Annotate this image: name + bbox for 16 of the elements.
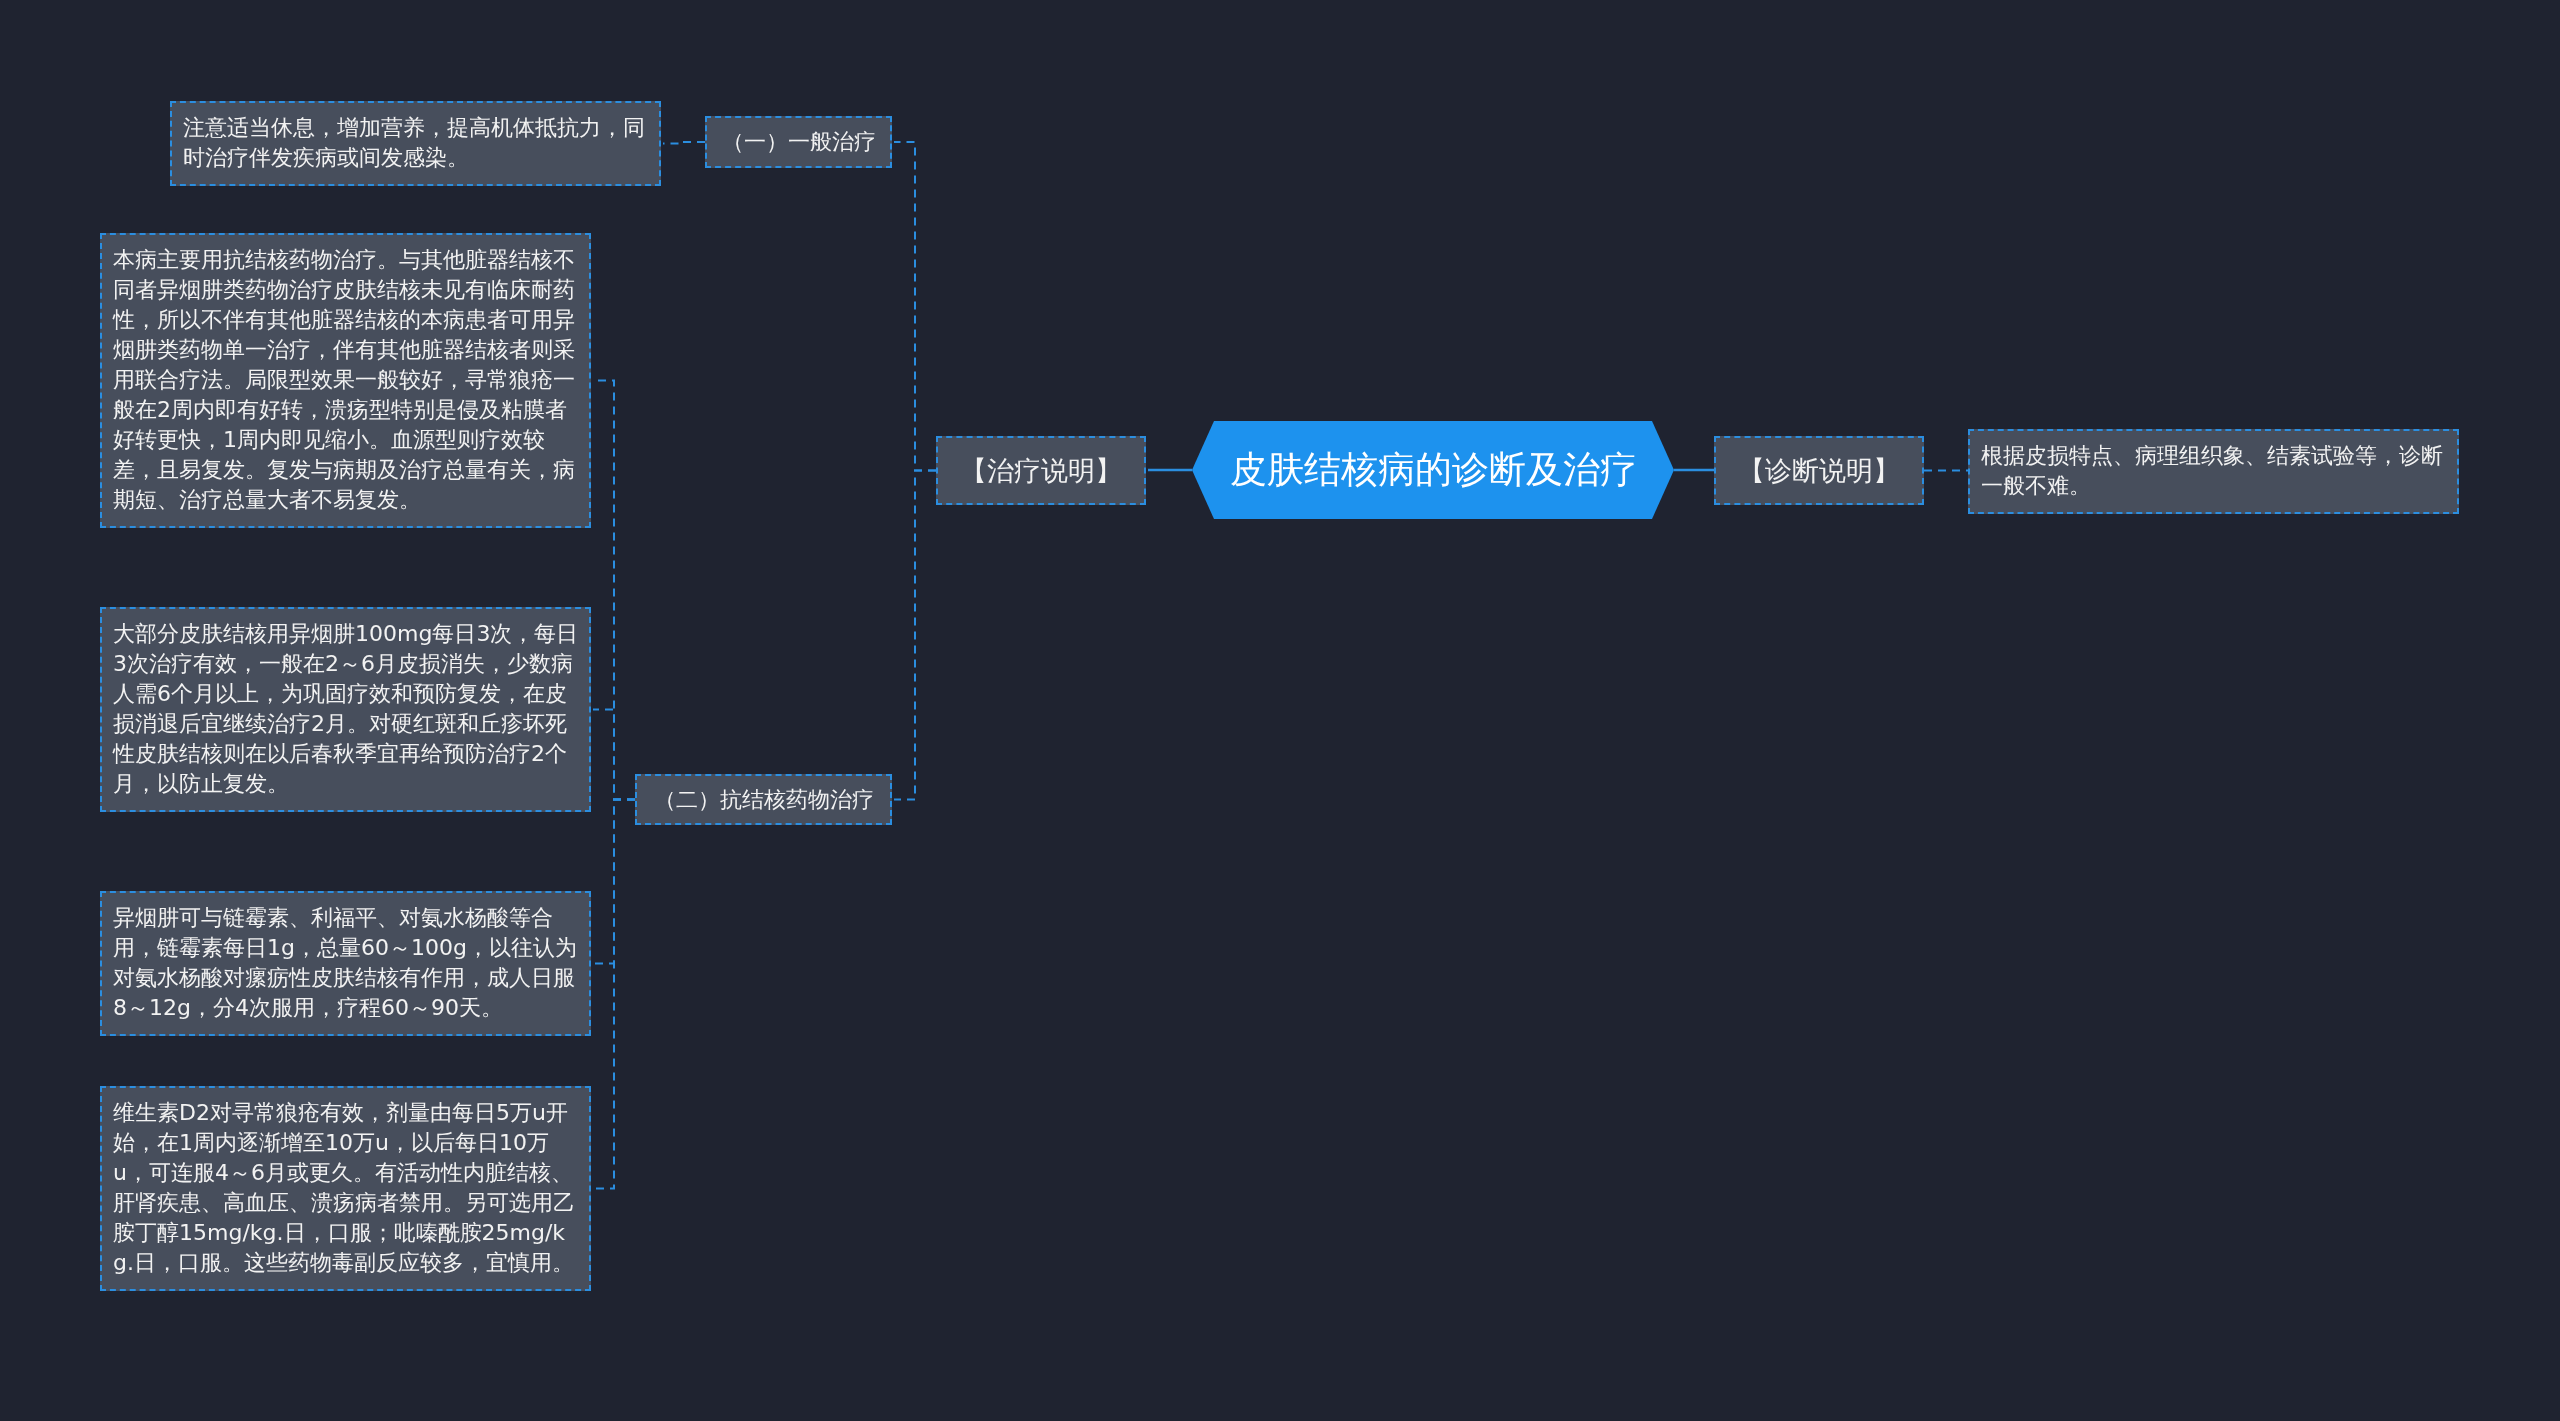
connector-line	[662, 141, 706, 145]
note-card: 维生素D2对寻常狼疮有效，剂量由每日5万u开始，在1周内逐渐增至10万u，以后每日10万u，可连服4～6月或更久。有活动性内脏结核、肝肾疾患、高血压、溃疡病者禁用。另可选用乙胺丁醇15mg/kg.日，口服；吡嗪酰胺25mg/kg.日，口服。这些药物毒副反应较多，宜慎用。	[100, 1086, 591, 1291]
note-card: 大部分皮肤结核用异烟肼100mg每日3次，每日3次治疗有效，一般在2～6月皮损消失，少数病人需6个月以上，为巩固疗效和预防复发，在皮损消退后宜继续治疗2月。对硬红斑和丘疹坏死性皮肤结核则在以后春秋季宜再给预防治疗2个月，以防止复发。	[100, 607, 591, 812]
connector-line	[1923, 469, 1969, 472]
connector-line	[1148, 468, 1192, 472]
note-card: 本病主要用抗结核药物治疗。与其他脏器结核不同者异烟肼类药物治疗皮肤结核未见有临床耐药性，所以不伴有其他脏器结核的本病患者可用异烟肼类药物单一治疗，伴有其他脏器结核者则采用联合疗法。局限型效果一般较好，寻常狼疮一般在2周内即有好转，溃疡型特别是侵及粘膜者好转更快，1周内即见缩小。血源型则疗效较差，且易复发。复发与病期及治疗总量有关，病期短、治疗总量大者不易复发。	[100, 233, 591, 528]
branch-topic: 【治疗说明】	[936, 436, 1146, 505]
note-card: 根据皮损特点、病理组织象、结素试验等，诊断一般不难。	[1968, 429, 2459, 514]
central-topic: 皮肤结核病的诊断及治疗	[1192, 421, 1674, 519]
branch-topic: 【诊断说明】	[1714, 436, 1924, 505]
subtopic: （一）一般治疗	[705, 116, 892, 168]
note-card: 异烟肼可与链霉素、利福平、对氨水杨酸等合用，链霉素每日1g，总量60～100g，以往认为对氨水杨酸对瘰疬性皮肤结核有作用，成人日服8～12g，分4次服用，疗程60～90天。	[100, 891, 591, 1036]
connector-line	[893, 469, 937, 801]
subtopic: （二）抗结核药物治疗	[635, 774, 892, 825]
connector-line	[1674, 468, 1714, 472]
note-card: 注意适当休息，增加营养，提高机体抵抗力，同时治疗伴发疾病或间发感染。	[170, 101, 661, 186]
